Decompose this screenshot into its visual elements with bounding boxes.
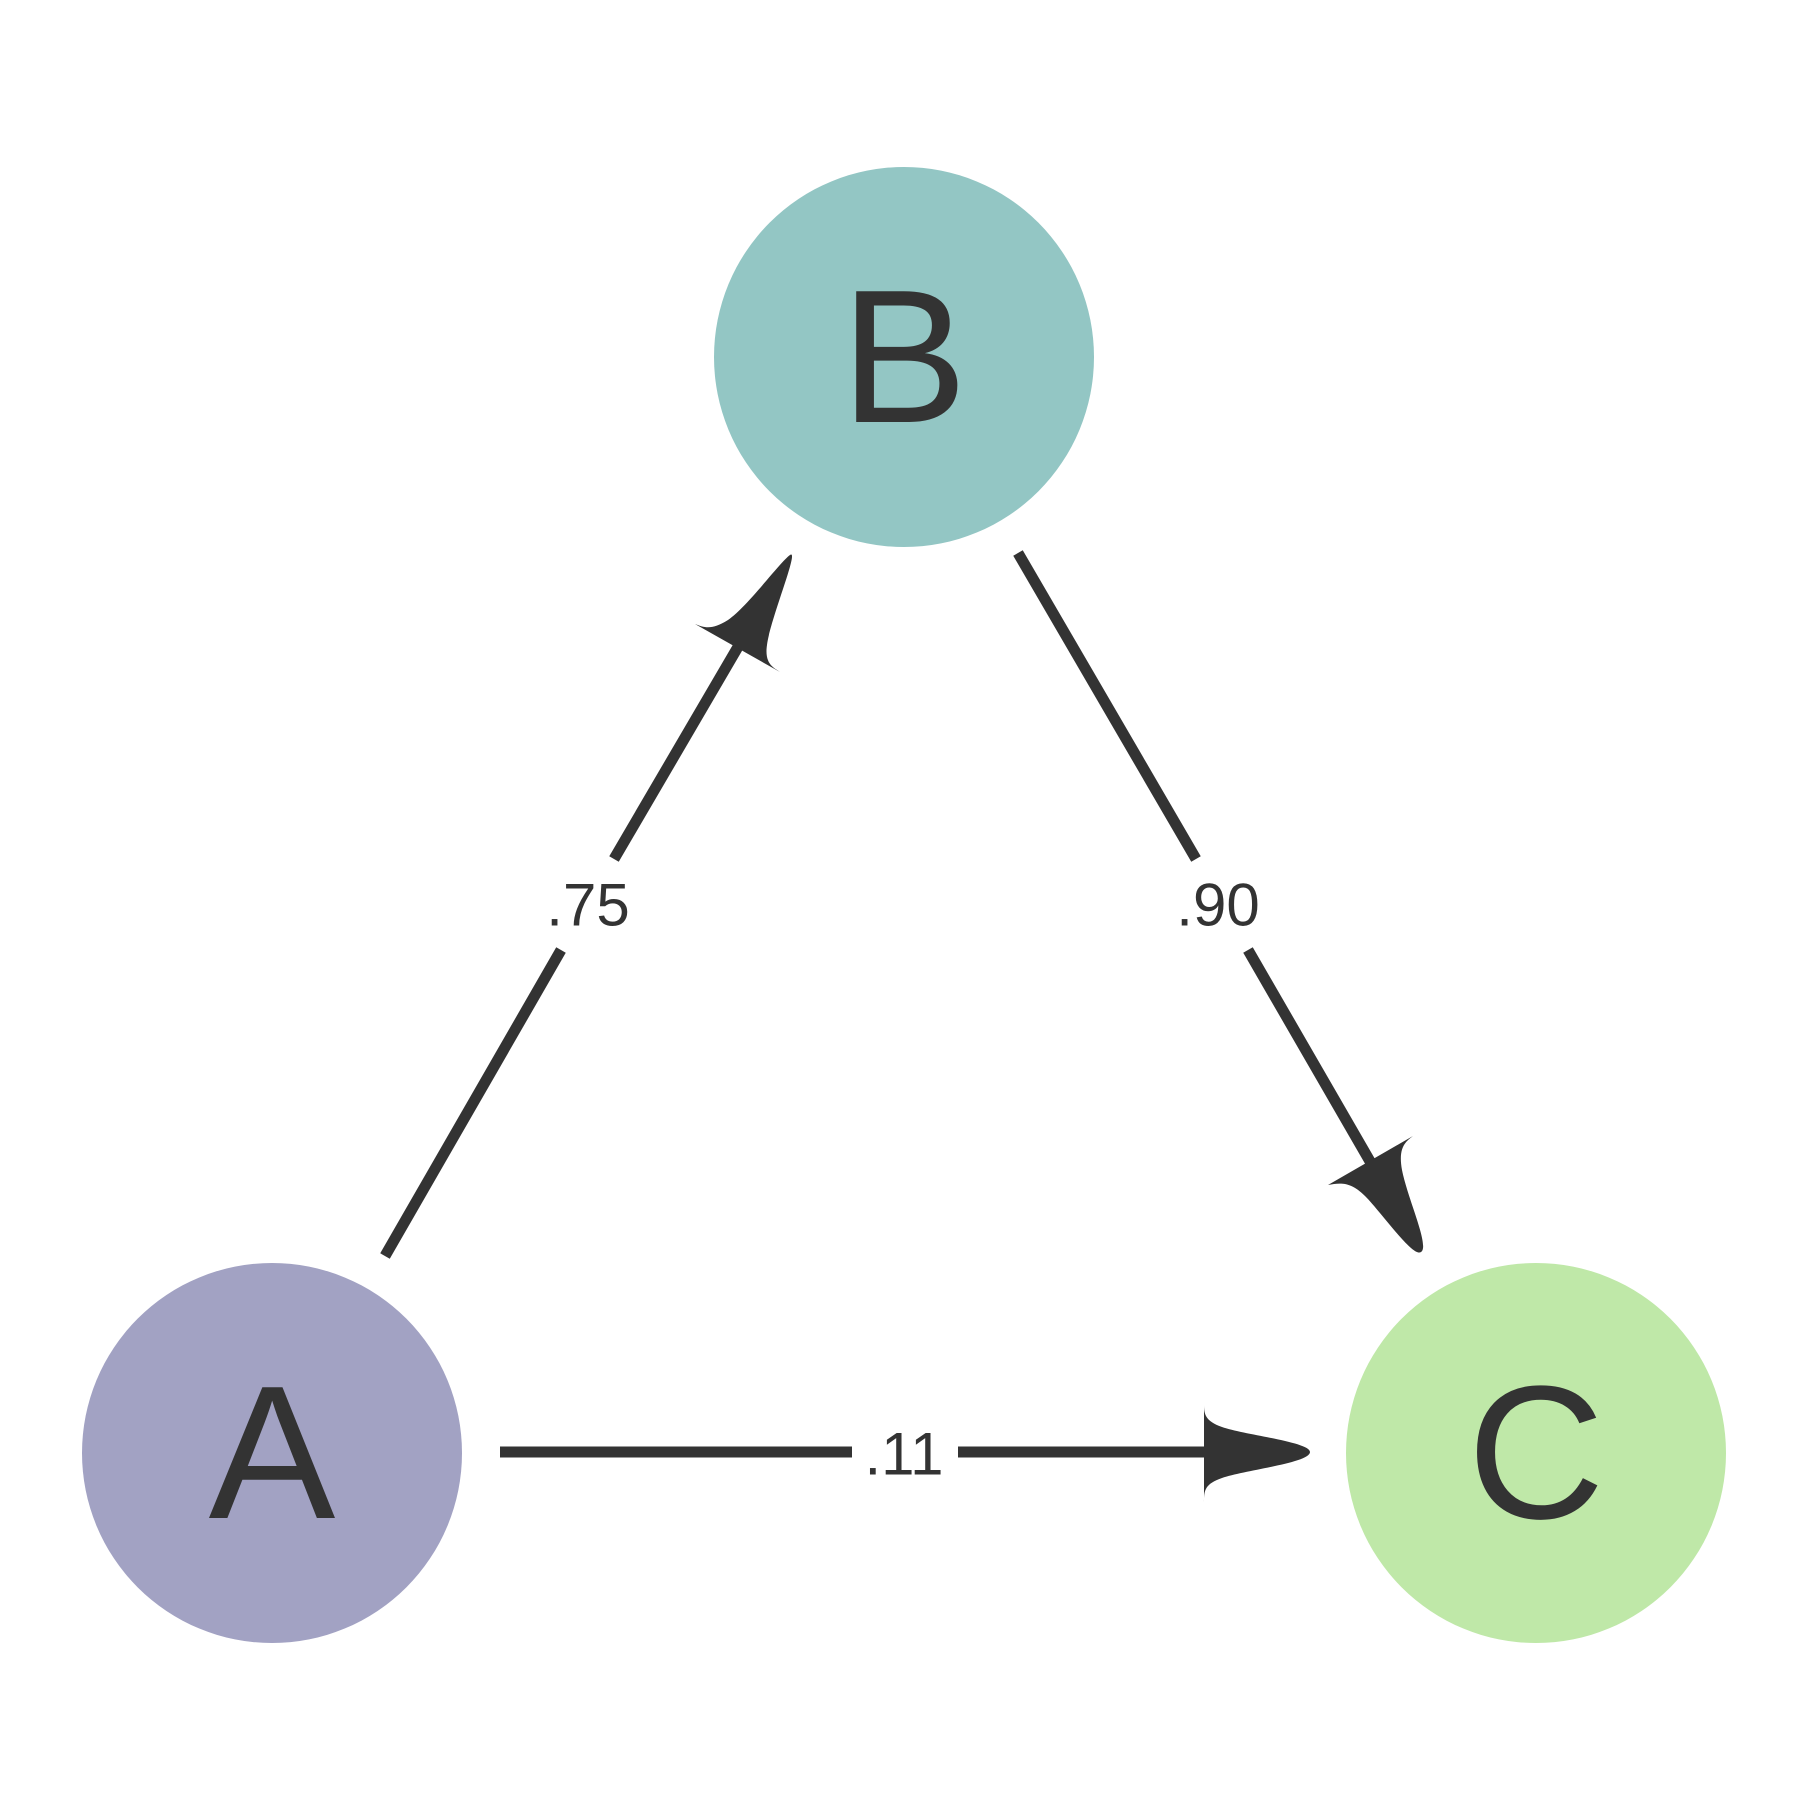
edge-b-to-c-weight-label: .90 — [1176, 872, 1259, 939]
edge-b-to-c-arrowhead — [1328, 1136, 1424, 1253]
node-a-label: A — [209, 1347, 336, 1559]
edge-a-to-b-line-segment-upper — [609, 637, 747, 862]
edge-a-to-b-arrowhead — [695, 554, 793, 672]
node-a[interactable]: A — [82, 1263, 462, 1643]
edge-b-to-c[interactable]: .90 — [1013, 550, 1424, 1253]
node-c-label: C — [1467, 1347, 1604, 1559]
edge-a-to-b-line-segment-lower — [380, 947, 566, 1259]
edge-a-to-b[interactable]: .75 — [380, 554, 793, 1259]
node-b-label: B — [841, 251, 968, 463]
edge-a-to-c[interactable]: .11 — [500, 1404, 1310, 1502]
node-b-circle — [714, 167, 1094, 547]
edge-b-to-c-line-segment-upper — [1013, 550, 1201, 862]
node-b[interactable]: B — [714, 167, 1094, 547]
edge-a-to-c-weight-label: .11 — [865, 1421, 944, 1488]
node-c-circle — [1346, 1263, 1726, 1643]
node-a-circle — [82, 1263, 462, 1643]
edge-a-to-b-weight-label: .75 — [546, 872, 629, 939]
edge-b-to-c-line-segment-lower — [1243, 947, 1380, 1173]
edge-a-to-c-arrowhead — [1204, 1404, 1310, 1502]
node-c[interactable]: C — [1346, 1263, 1726, 1643]
